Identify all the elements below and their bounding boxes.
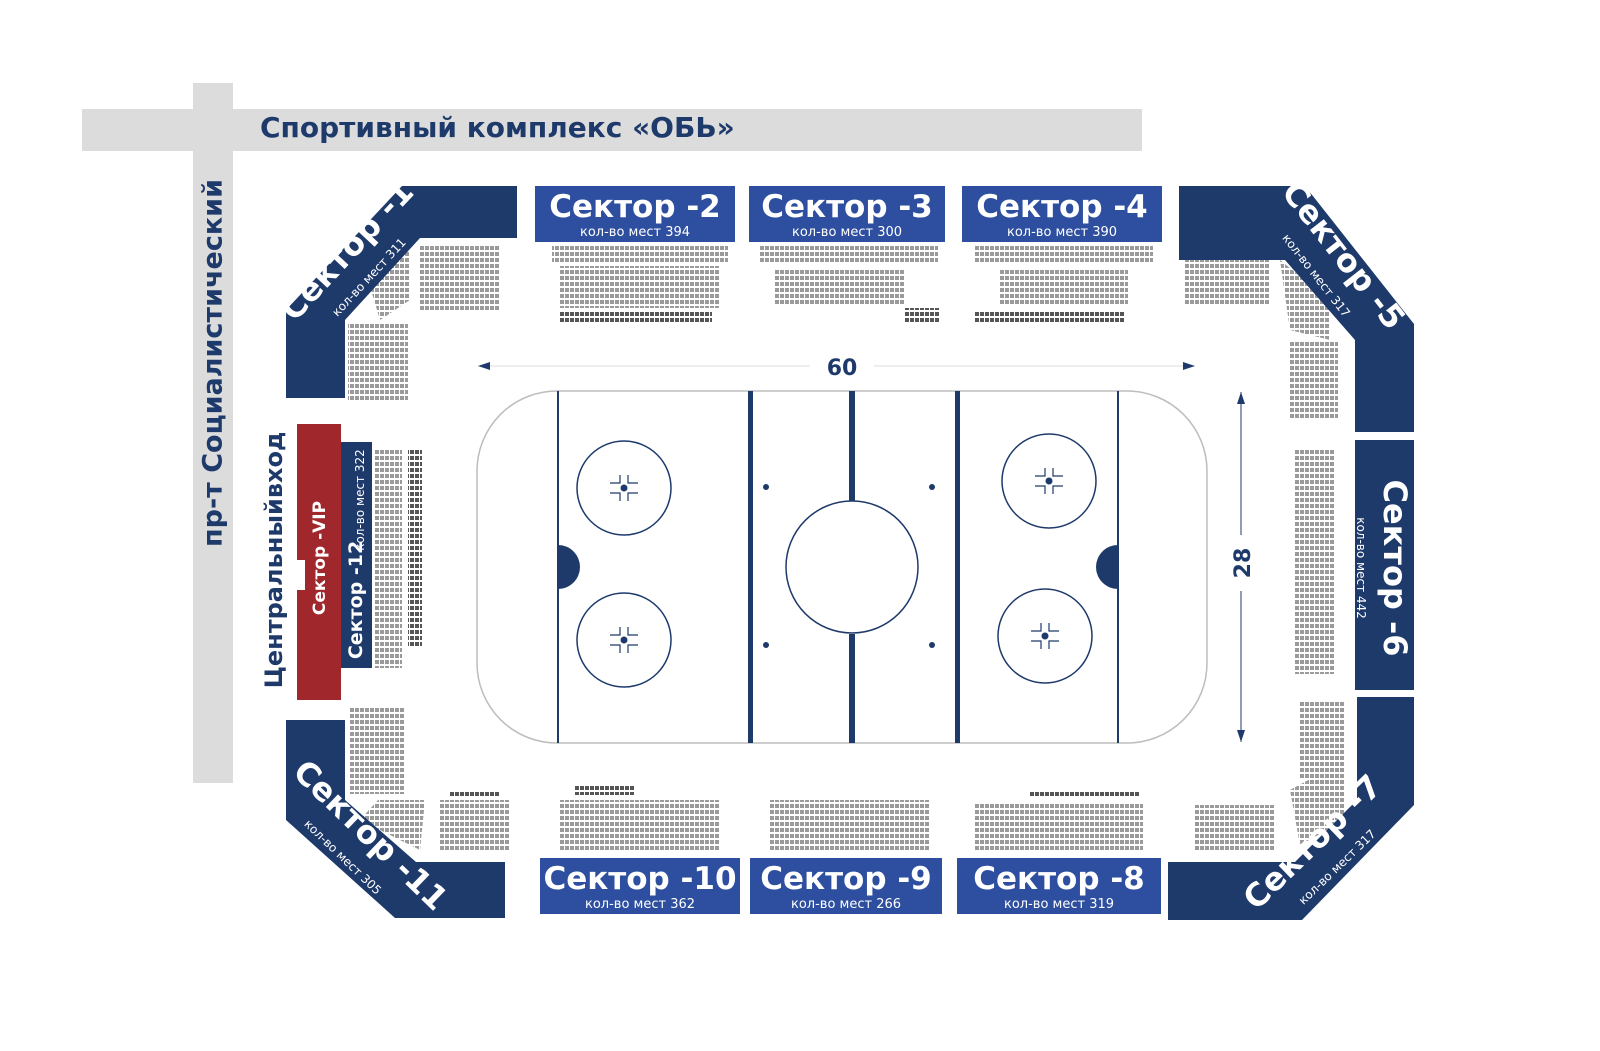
corner-sectors <box>286 186 1414 920</box>
arena-title: Спортивный комплекс «ОБЬ» <box>260 111 735 144</box>
sector-2-name: Сектор -2 <box>549 189 721 225</box>
faceoff-circles <box>576 433 1097 688</box>
sector-12-shape[interactable] <box>340 442 372 668</box>
ice-rink <box>476 390 1208 744</box>
sector-7-shape[interactable] <box>1168 697 1414 920</box>
sector-3-capacity: кол-во мест 300 <box>791 225 903 240</box>
rink-width-label: 28 <box>1231 548 1256 579</box>
sector-12-name: Сектор -12 <box>345 541 367 659</box>
sector-11-shape[interactable] <box>286 720 505 918</box>
sector-9-box[interactable]: Сектор -9 кол-во мест 266 <box>750 858 942 914</box>
sector-5-shape[interactable] <box>1179 186 1414 432</box>
rink-length-label: 60 <box>827 356 858 381</box>
sector-6-capacity: кол-во мест 442 <box>1354 517 1368 619</box>
sector-4-name: Сектор -4 <box>976 189 1148 225</box>
street-vertical <box>193 83 233 783</box>
sector-9-capacity: кол-во мест 266 <box>790 897 902 912</box>
sector-3-box[interactable]: Сектор -3 кол-во мест 300 <box>749 186 945 242</box>
sector-2-box[interactable]: Сектор -2 кол-во мест 394 <box>535 186 735 242</box>
sector-3-name: Сектор -3 <box>761 189 933 225</box>
street-horizontal <box>82 109 1142 151</box>
rink-dimensions: 60 28 <box>478 352 1256 742</box>
seating-blocks <box>348 244 1345 850</box>
sector-9-name: Сектор -9 <box>760 861 932 897</box>
sector-4-capacity: кол-во мест 390 <box>1006 225 1118 240</box>
sector-6-shape[interactable] <box>1355 440 1414 690</box>
sector-8-capacity: кол-во мест 319 <box>1003 897 1115 912</box>
sector-2-capacity: кол-во мест 394 <box>579 225 691 240</box>
center-circle <box>785 500 919 634</box>
sector-10-capacity: кол-во мест 362 <box>584 897 696 912</box>
sector-4-box[interactable]: Сектор -4 кол-во мест 390 <box>962 186 1162 242</box>
sector-1-shape[interactable] <box>286 186 517 398</box>
sector-vip-shape[interactable] <box>297 424 341 700</box>
sector-vip-name: Сектор -VIP <box>310 501 330 615</box>
sector-8-name: Сектор -8 <box>973 861 1145 897</box>
sector-10-name: Сектор -10 <box>543 861 737 897</box>
sector-10-box[interactable]: Сектор -10 кол-во мест 362 <box>540 858 740 914</box>
sector-8-box[interactable]: Сектор -8 кол-во мест 319 <box>957 858 1161 914</box>
sector-12-capacity: кол-во мест 322 <box>353 449 367 551</box>
sector-6-name: Сектор -6 <box>1376 479 1414 656</box>
